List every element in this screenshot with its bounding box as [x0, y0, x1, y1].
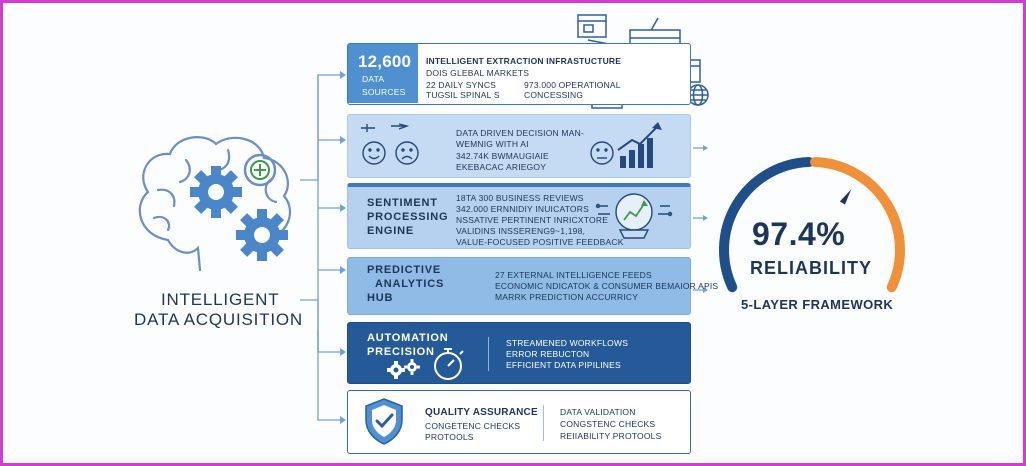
brain-icon	[138, 136, 292, 272]
left-title-line1: INTELLIGENT	[161, 290, 280, 309]
decision-line3: 342.74K BWMAUGIAIE	[456, 151, 549, 161]
framework-label: 5-LAYER FRAMEWORK	[741, 297, 894, 312]
data-sources-stat-block	[348, 44, 418, 103]
gears-icon	[387, 359, 420, 379]
data-sources-sub: DOIS GLEBAL MARKETS	[426, 68, 530, 78]
gauge-arc-orange	[810, 157, 905, 293]
layer-data-sources: 12,600 DATA SOURCES INTELLIGENT EXTRACTI…	[347, 43, 691, 105]
gear-icon	[190, 166, 242, 218]
quality-col2c: REIIABILITY PROTOOLS	[560, 431, 662, 441]
data-sources-label1: DATA	[362, 74, 385, 84]
decision-line4: EKEBACAC ARIEGOY	[456, 162, 547, 172]
data-sources-label2: SOURCES	[362, 87, 406, 97]
decision-face-icons	[361, 123, 419, 165]
reliability-gauge	[719, 157, 905, 293]
data-sources-stat: 12,600	[358, 52, 412, 71]
quality-col1b: PROTOOLS	[425, 432, 474, 442]
gauge-arc-blue	[719, 157, 814, 293]
left-title-line2: DATA ACQUISITION	[134, 310, 303, 329]
sentiment-line5: VALUE-FOCUSED POSITIVE FEEDBACK	[456, 237, 624, 247]
automation-line2: ERROR REBUCTON	[506, 349, 590, 359]
automation-line3: EFFICIENT DATA PIPILINES	[506, 360, 621, 370]
sentiment-line3: NSSATIVE PERTINENT INRICXTORE	[456, 215, 609, 225]
sentiment-title1: SENTIMENT	[367, 197, 438, 209]
crystal-ball-icon	[595, 193, 673, 239]
gauge-label: RELIABILITY	[750, 258, 872, 278]
quality-col2a: DATA VALIDATION	[560, 407, 636, 417]
decision-line1: DATA DRIVEN DECISION MAN-	[456, 128, 584, 138]
predictive-line2: ECONOMIC NDICATOK & CONSUMER BEMAIOR API…	[495, 281, 719, 291]
layer-automation: AUTOMATION PRECISION STREAMENED WORKFLOW…	[347, 322, 691, 384]
sad-face-icon	[395, 141, 419, 165]
decision-right-icons	[590, 122, 662, 168]
plus-icon	[243, 153, 277, 187]
growth-chart-icon	[620, 138, 653, 168]
automation-title1: AUTOMATION	[367, 332, 449, 344]
predictive-title2: ANALYTICS	[375, 278, 445, 290]
neutral-face-icon	[590, 141, 614, 165]
decision-line2: WEMNIG WITH AI	[456, 139, 529, 149]
quality-divider	[543, 405, 544, 441]
layer-quality: QUALITY ASSURANCE CONGETENC CHECKS PROTO…	[347, 390, 691, 454]
predictive-line3: MARRK PREDICTION ACCURRICY	[495, 292, 639, 302]
globe-icon	[687, 84, 709, 106]
quality-col1a: CONGETENC CHECKS	[425, 421, 521, 431]
automation-title2: PRECISION	[367, 346, 435, 358]
predictive-title1: PREDICTIVE	[367, 264, 442, 276]
predictive-title3: HUB	[367, 292, 394, 304]
data-sources-col2a: 973.000 OPERATIONAL	[524, 80, 621, 90]
data-sources-col2b: CONCESSING	[524, 90, 584, 100]
sentiment-title3: ENGINE	[367, 225, 414, 237]
stopwatch-icon	[434, 348, 464, 380]
data-sources-col1b: TUGSIL SPINAL S	[426, 90, 500, 100]
sentiment-line1: 18TA 300 BUSINESS REVIEWS	[456, 193, 584, 203]
predictive-line1: 27 EXTERNAL INTELLIGENCE FEEDS	[495, 270, 652, 280]
sentiment-line4: VALIDINS INSSERENG9~1,198,	[456, 226, 586, 236]
automation-divider	[488, 337, 489, 371]
quality-col2b: CONGSTENC CHECKS	[560, 419, 656, 429]
sentiment-title2: PROCESSING	[367, 211, 449, 223]
automation-line1: STREAMENED WORKFLOWS	[506, 338, 629, 348]
gear-icon	[236, 209, 288, 261]
gauge-value: 97.4%	[752, 216, 846, 252]
shield-check-icon	[365, 398, 403, 445]
happy-face-icon	[362, 141, 386, 165]
quality-title: QUALITY ASSURANCE	[425, 407, 538, 418]
data-sources-col1a: 22 DAILY SYNCS	[426, 80, 497, 90]
gauge-needle-icon	[839, 189, 852, 205]
sentiment-line2: 342.000 ERNNIDIY INUICATORS	[456, 204, 589, 214]
data-sources-heading: INTELLIGENT EXTRACTION INFRASTUCTURE	[426, 56, 622, 66]
layer-predictive: PREDICTIVE ANALYTICS HUB 27 EXTERNAL INT…	[347, 257, 718, 315]
